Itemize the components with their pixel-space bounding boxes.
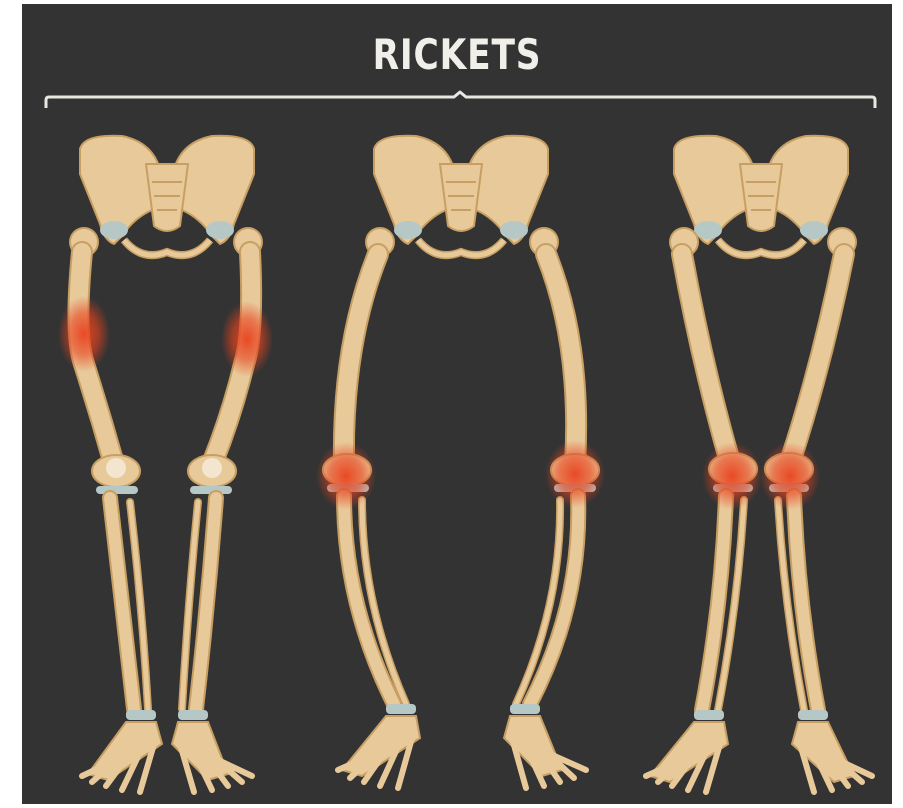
right-foot bbox=[172, 710, 252, 792]
left-lower-leg bbox=[344, 496, 406, 704]
knee-inflammation-right bbox=[545, 440, 605, 508]
pelvis bbox=[374, 136, 548, 255]
knee-inflammation-left bbox=[702, 442, 762, 510]
knee-inflammation-left bbox=[316, 442, 376, 510]
left-foot bbox=[646, 710, 728, 792]
figure-femur-bowing bbox=[58, 136, 273, 792]
title-bracket bbox=[46, 92, 875, 108]
pelvis bbox=[80, 136, 254, 255]
left-foot bbox=[82, 710, 162, 792]
dark-panel: RICKETS bbox=[22, 4, 892, 804]
right-lower-leg bbox=[182, 498, 216, 709]
thigh-inflammation-left bbox=[58, 296, 110, 372]
knee-inflammation-right bbox=[760, 442, 820, 510]
right-lower-leg bbox=[778, 496, 818, 710]
figure-bow-legs bbox=[316, 136, 605, 788]
left-lower-leg bbox=[110, 498, 148, 709]
thigh-inflammation-right bbox=[221, 301, 273, 377]
right-foot bbox=[792, 710, 872, 792]
right-foot bbox=[504, 704, 586, 788]
left-lower-leg bbox=[702, 496, 744, 710]
pelvis bbox=[674, 136, 848, 255]
right-lower-leg bbox=[516, 496, 578, 704]
figure-knock-knees bbox=[646, 136, 872, 792]
skeleton-diagram bbox=[22, 4, 892, 804]
left-foot bbox=[338, 704, 420, 788]
